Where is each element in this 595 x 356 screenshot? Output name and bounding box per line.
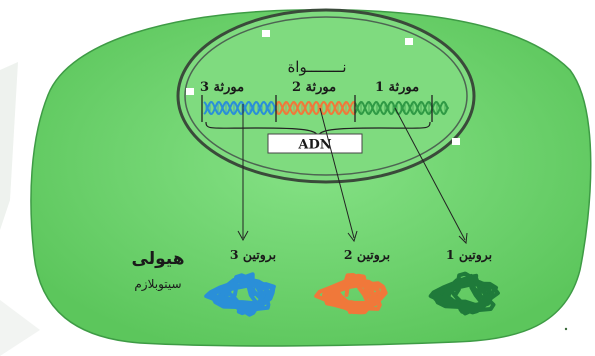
protein-label-1: بروتين 1: [446, 247, 492, 263]
dna-strand: [203, 100, 277, 116]
protein-chain-strand: [209, 273, 276, 317]
cytoplasm-title: هيولى: [132, 249, 185, 269]
nuclear-pore: [186, 88, 194, 95]
nucleus-interior: [178, 10, 474, 182]
protein-label-3: بروتين 3: [230, 247, 276, 263]
nuclear-pore: [452, 138, 460, 145]
expression-arrows: [237, 104, 468, 245]
nuclear-envelope-outer: [176, 8, 476, 184]
protein-3-folded-chain: [204, 272, 276, 317]
protein-chain-strand: [432, 271, 498, 315]
dna-strand: [275, 100, 356, 116]
arrow-gene2-protein2: [319, 107, 355, 239]
arrowhead: [237, 230, 249, 242]
arrowhead: [458, 232, 468, 245]
protein-1-folded-chain: [428, 271, 500, 316]
dna-strand: [275, 100, 356, 116]
dna-segment-gene-3: [203, 100, 277, 116]
gene-label-2: مورثة 2: [292, 80, 336, 95]
protein-label-2: بروتين 2: [344, 247, 390, 263]
gene-label-1: مورثة 1: [375, 80, 419, 95]
gene-label-3: مورثة 3: [200, 80, 244, 95]
dna-label-box: [267, 133, 363, 154]
scan-dot: [564, 327, 568, 331]
arrow-gene1-protein1: [394, 107, 466, 241]
nuclear-pore: [405, 38, 413, 45]
nuclear-pore: [262, 30, 270, 37]
cytoplasm-subtitle: سيتوبلازم: [134, 277, 181, 292]
left-faint-shape: [0, 62, 18, 230]
arrowhead: [347, 230, 358, 243]
nucleus-label: نــــــــواة: [287, 58, 346, 76]
dna-segment-gene-2: [275, 100, 356, 116]
protein-chain-strand: [321, 273, 385, 315]
nucleus: [176, 8, 476, 184]
dna-strand: [203, 100, 277, 116]
nuclear-envelope-inner: [184, 16, 468, 176]
protein-2-folded-chain: [314, 273, 388, 315]
dna-label: ADN: [297, 138, 331, 153]
bottom-left-faint-shape: [0, 300, 40, 356]
